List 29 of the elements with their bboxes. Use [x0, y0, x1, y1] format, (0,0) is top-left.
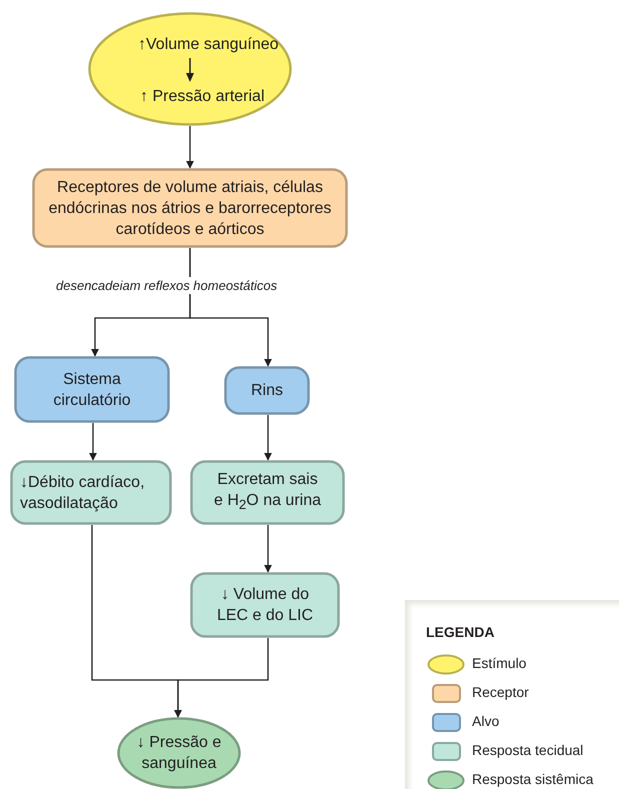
response-box [190, 572, 340, 638]
arrow [186, 126, 194, 169]
node-text: ↓ Volume do LEC e do LIC [216, 585, 314, 626]
node-text: ↑Volume sanguíneo [138, 35, 279, 55]
target-box [224, 366, 310, 415]
legend-label: Alvo [472, 713, 500, 729]
node-text: Rins [250, 381, 283, 401]
legend-label: Estímulo [472, 655, 526, 671]
node-text: Receptores de volume atriais, células endócrinas nos átrios e barorreceptores carotídeos e aórticos [48, 178, 332, 240]
systemic-response-ellipse [117, 717, 241, 789]
response-box [190, 460, 345, 525]
node-text: Sistema circulatório [52, 370, 132, 410]
target-box [14, 356, 170, 423]
arrow [264, 525, 272, 573]
response-box [10, 460, 172, 525]
arrow [89, 423, 97, 461]
node-text: Excretam sais e H$_{2}$O na urina [212, 470, 322, 515]
arrow [264, 415, 272, 461]
arrow [189, 248, 272, 367]
node-text: ↓ Pressão e sanguínea [136, 733, 222, 774]
node-text: ↑ Pressão arterial [140, 87, 264, 107]
stimulus-ellipse [88, 12, 292, 126]
arrow [174, 638, 269, 718]
receptor-box [32, 168, 348, 248]
node-text: ↓Débito cardíaco, vasodilatação [20, 472, 146, 514]
legend-title: LEGENDA [426, 624, 494, 640]
legend-label: Receptor [472, 684, 529, 700]
legend-label: Resposta tecidual [472, 742, 584, 758]
legend-label: Resposta sistêmica [472, 771, 594, 787]
